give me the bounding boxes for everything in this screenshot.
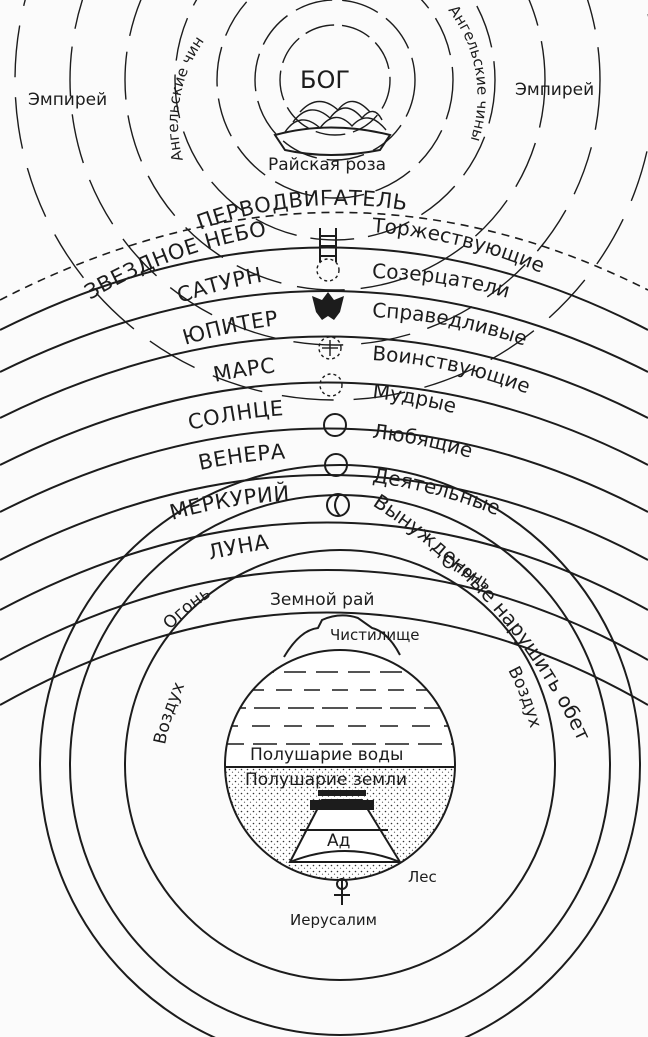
- labels: БОГ Эмпирей Эмпирей Ангельские чины Анге…: [0, 0, 596, 929]
- sphere-name-moon: ЛУНА: [206, 530, 271, 565]
- sphere-name-mars: МАРС: [211, 353, 276, 386]
- circle-icon: [324, 414, 346, 436]
- jerusalem-label: Иерусалим: [290, 911, 377, 929]
- angels-left-label: Ангельские чины: [0, 0, 208, 163]
- eagle-icon: [312, 292, 344, 320]
- sphere-name-venus: ВЕНЕРА: [196, 440, 286, 475]
- sphere-name-saturn: САТУРН: [174, 263, 264, 308]
- rose-label: Райская роза: [268, 155, 386, 175]
- ladder-icon: [320, 228, 336, 262]
- jerusalem-marker: [334, 878, 350, 905]
- air-left-label: Воздух: [150, 679, 189, 746]
- sphere-souls-jupiter: Справедливые: [372, 298, 531, 351]
- dotted-circle-icon: [317, 259, 339, 281]
- purgatory-label: Чистилище: [330, 626, 419, 644]
- empyrean-right-label: Эмпирей: [515, 80, 594, 100]
- sphere-souls-venus: Любящие: [371, 419, 475, 463]
- land-hemisphere-label: Полушарие земли: [245, 770, 407, 790]
- water-hemisphere-label: Полушарие воды: [250, 745, 403, 765]
- sphere-souls-saturn: Созерцатели: [372, 259, 513, 303]
- earthly-paradise-label: Земной рай: [270, 590, 374, 610]
- sphere-souls-sun: Мудрые: [371, 379, 459, 418]
- forest-label: Лес: [408, 868, 437, 886]
- sphere-name-sun: СОЛНЦЕ: [186, 396, 285, 435]
- sphere-symbols: [312, 228, 349, 516]
- crescent-icon: [327, 494, 349, 516]
- god-label: БОГ: [300, 66, 350, 94]
- cross-circle-icon: [319, 337, 341, 359]
- empyrean-left-label: Эмпирей: [28, 90, 107, 110]
- dotted-circle-icon: [320, 374, 342, 396]
- hell-label: Ад: [327, 831, 350, 851]
